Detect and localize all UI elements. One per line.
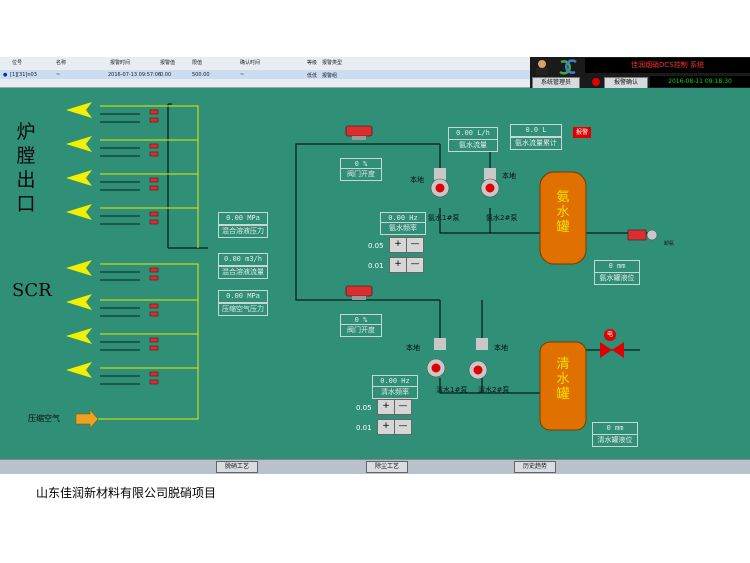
dust-removal-tab-button[interactable]: 除尘工艺 <box>366 461 408 473</box>
alarm-name: ~ <box>56 72 61 78</box>
ammonia-total-value: 0.0 L <box>510 124 562 137</box>
water-pump1-label: 清水1#泵 <box>436 386 468 394</box>
alarm-value: 0.00 <box>160 72 172 78</box>
water-level-label: 清水罐液位 <box>592 434 638 447</box>
ammonia-step-001: 0.01 <box>368 262 384 270</box>
process-diagram <box>66 102 658 431</box>
scr-label: SCR <box>12 280 52 301</box>
ammonia-pump1-local: 本地 <box>410 176 424 184</box>
alarm-level: 低低 <box>307 73 318 79</box>
mixing-flow-label: 混合溶液流量 <box>218 266 268 279</box>
valve-2-icon <box>345 285 373 300</box>
datetime-display: 2016-08-11 09:18:30 <box>650 76 750 87</box>
alarm-limit: 500.00 <box>192 72 210 78</box>
header-value: 报警值 <box>160 60 176 66</box>
ammonia-freq-label: 氨水频率 <box>380 222 426 235</box>
header-time: 报警时间 <box>110 60 131 66</box>
ammonia-plus-001-button[interactable]: + <box>389 257 407 273</box>
water-plus-001-button[interactable]: + <box>377 419 395 435</box>
valve-1-icon <box>345 125 373 140</box>
ammonia-plus-005-button[interactable]: + <box>389 237 407 253</box>
alarm-type: 报警组 <box>322 73 338 79</box>
mixing-flow-value: 0.00 m3/h <box>218 253 268 266</box>
water-minus-005-button[interactable]: — <box>394 399 412 415</box>
history-trend-button[interactable]: 历史趋势 <box>514 461 556 473</box>
air-pressure-label: 压缩空气压力 <box>218 303 268 316</box>
ammonia-level-label: 氨水罐液位 <box>594 272 640 285</box>
header-level: 等级 <box>307 60 318 66</box>
water-pump2-label: 清水2#泵 <box>478 386 510 394</box>
header-type: 报警类型 <box>322 60 343 66</box>
ammonia-pump-2-icon <box>480 168 500 198</box>
alarm-ack: ~ <box>240 72 245 78</box>
furnace-outlet-label: 炉膛出口 <box>16 121 36 215</box>
inlet-tag: 卸氨 <box>664 241 675 247</box>
valve1-opening-label: 阀门开度 <box>340 168 382 181</box>
ammonia-total-label: 氨水流量累计 <box>510 137 562 150</box>
water-freq-label: 清水频率 <box>372 386 418 399</box>
alarm-badge[interactable]: 报警 <box>573 127 591 138</box>
header-name: 名称 <box>56 60 67 66</box>
ammonia-pump2-local: 本地 <box>502 172 516 180</box>
water-step-001: 0.01 <box>356 424 372 432</box>
alarm-time: 2016-07-13 09:57:06 <box>108 72 162 78</box>
alarm-light-icon <box>592 78 600 86</box>
water-minus-001-button[interactable]: — <box>394 419 412 435</box>
company-caption: 山东佳润新材料有限公司脱硝项目 <box>36 486 217 500</box>
header-tag: 位号 <box>12 60 23 66</box>
inlet-valve-icon <box>627 229 658 241</box>
water-pump2-local: 本地 <box>494 344 508 352</box>
ammonia-step-005: 0.05 <box>368 242 384 250</box>
denitrification-tab-button[interactable]: 脱硝工艺 <box>216 461 258 473</box>
ammonia-flow-label: 氨水流量 <box>448 139 498 152</box>
water-plus-005-button[interactable]: + <box>377 399 395 415</box>
mixing-pressure-value: 0.00 MPa <box>218 212 268 225</box>
alarm-row[interactable] <box>0 70 530 79</box>
ammonia-minus-001-button[interactable]: — <box>406 257 424 273</box>
system-title: 佳润烟硝DCS控制 系统 <box>585 58 750 73</box>
compressed-air-label: 压缩空气 <box>28 414 60 423</box>
water-valve-tag[interactable]: 电 <box>604 329 616 341</box>
ammonia-minus-005-button[interactable]: — <box>406 237 424 253</box>
ammonia-pump2-label: 氨水2#泵 <box>486 214 518 222</box>
operator-icon <box>536 59 577 75</box>
mixing-pressure-label: 混合溶液压力 <box>218 225 268 238</box>
water-step-005: 0.05 <box>356 404 372 412</box>
valve2-opening-label: 阀门开度 <box>340 324 382 337</box>
water-pump1-local: 本地 <box>406 344 420 352</box>
air-pressure-value: 0.00 MPa <box>218 290 268 303</box>
alarm-icon: ● <box>3 72 8 78</box>
header-ack: 确认时间 <box>240 60 261 66</box>
alarm-tag: [1][31]n03 <box>10 72 37 78</box>
ammonia-pump1-label: 氨水1#泵 <box>428 214 460 222</box>
water-pump-1-icon <box>426 338 446 378</box>
ammonia-tank-label: 氨水罐 <box>556 190 570 235</box>
water-tank-label: 清水罐 <box>556 357 570 402</box>
water-pump-2-icon <box>468 338 488 380</box>
ammonia-pump-1-icon <box>430 168 450 198</box>
header-limit: 限值 <box>192 60 203 66</box>
